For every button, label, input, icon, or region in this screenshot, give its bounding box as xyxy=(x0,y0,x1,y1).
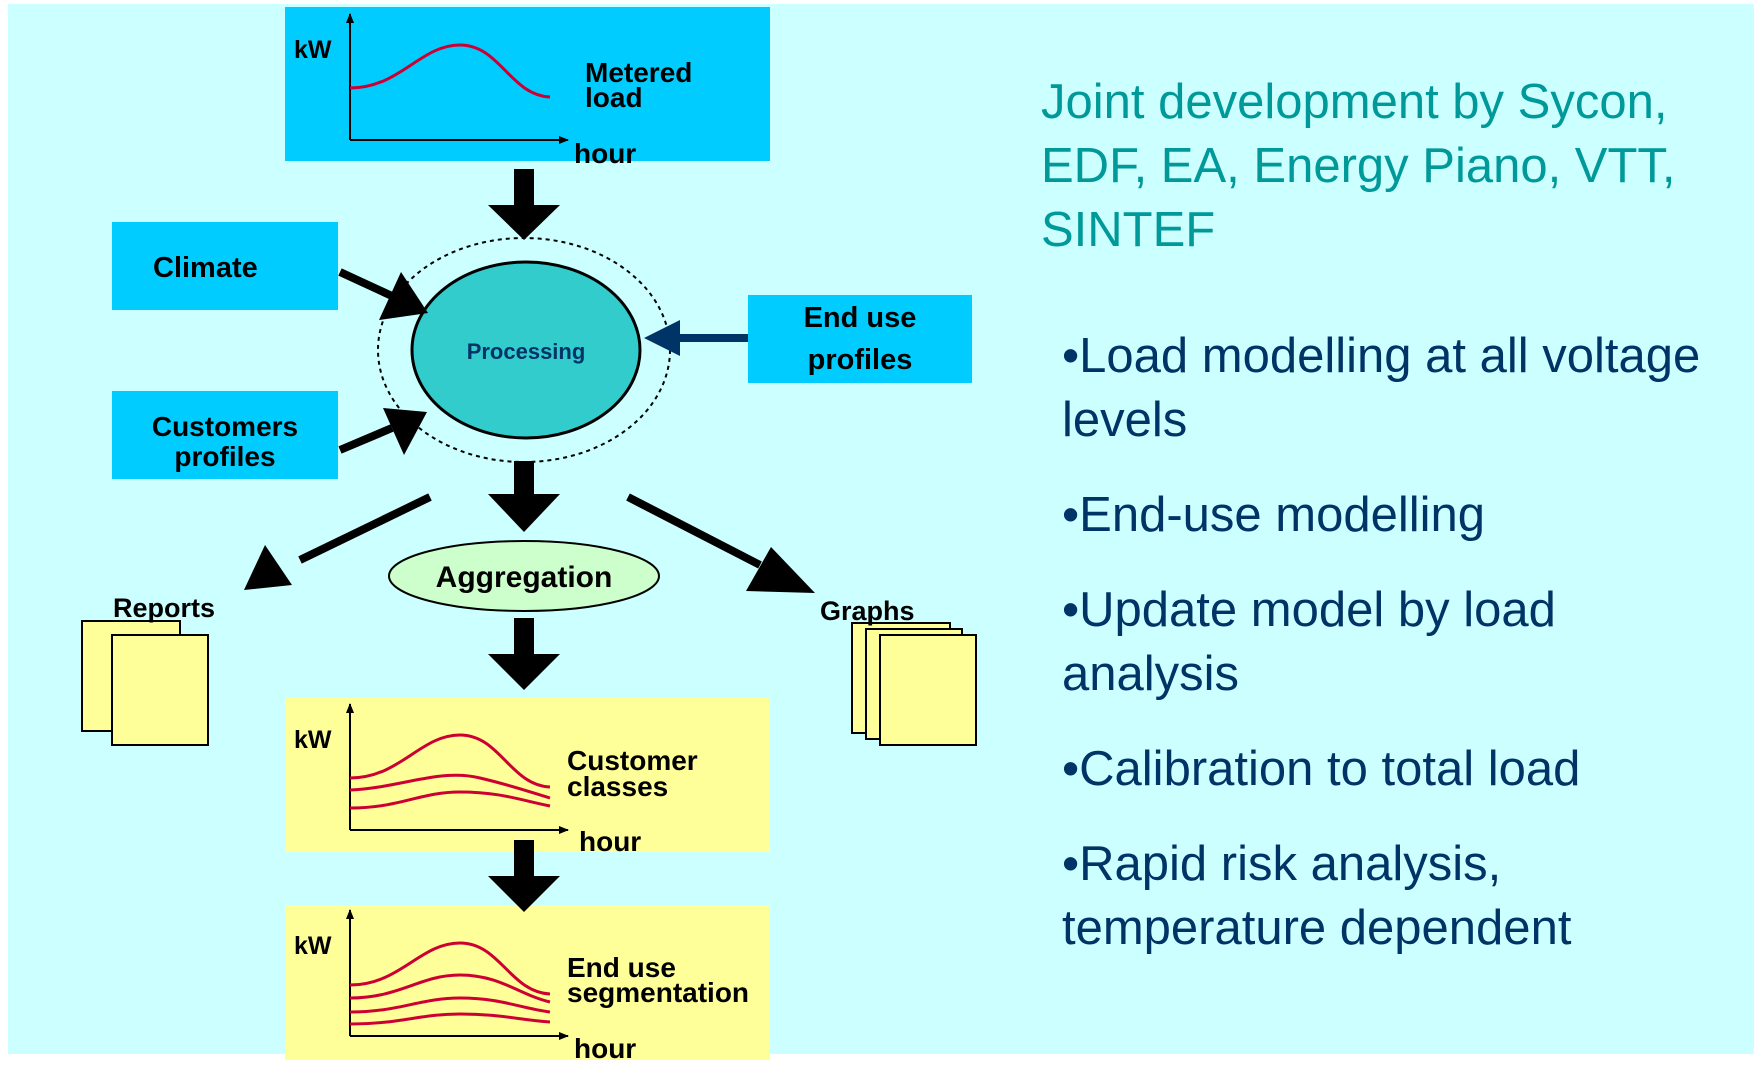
bullet-item: •End-use modelling xyxy=(1062,488,1486,542)
graphs-label: Graphs xyxy=(820,596,915,626)
climate-box xyxy=(112,222,338,310)
bullet-item: •Rapid risk analysis, temperature depend… xyxy=(1062,837,1572,955)
arrow-climate-to-processing xyxy=(338,268,428,320)
arrow-to-reports xyxy=(244,493,432,590)
aggregation-label: Aggregation xyxy=(435,561,613,594)
segment-curve-1 xyxy=(349,941,551,996)
slide-background xyxy=(8,4,1754,1054)
load-curve xyxy=(349,43,551,99)
bullet-item: •Update model by load analysis xyxy=(1062,583,1556,701)
arrow-customers-to-processing xyxy=(338,408,427,455)
graphs-document-icon xyxy=(851,622,977,746)
end-use-profiles-box xyxy=(748,295,972,383)
right-panel-title: Joint development by Sycon, EDF, EA, Ene… xyxy=(1041,75,1676,257)
metered-y-label: kW xyxy=(294,36,332,64)
class-curve-1 xyxy=(349,733,551,789)
metered-load-chart xyxy=(346,13,569,144)
reports-document-icon xyxy=(81,620,209,746)
reports-label: Reports xyxy=(113,593,216,623)
segment-curve-2 xyxy=(349,973,551,1004)
class-curve-2 xyxy=(349,773,551,800)
classes-x-label: hour xyxy=(579,826,642,857)
processing-label: Processing xyxy=(466,339,586,364)
class-curve-3 xyxy=(349,790,551,810)
segmentation-y-label: kW xyxy=(294,932,332,960)
processing-ellipse xyxy=(410,260,642,440)
metered-load-box xyxy=(285,7,770,161)
climate-label: Climate xyxy=(153,252,258,284)
segmentation-x-label: hour xyxy=(574,1033,637,1064)
arrow-processing-to-aggregation xyxy=(488,461,560,532)
classes-y-label: kW xyxy=(294,726,332,754)
end-use-profiles-label: End use profiles xyxy=(803,302,917,376)
bullet-list: •Load modelling at all voltage levels •E… xyxy=(1062,324,1742,991)
segmentation-caption: End use segmentation xyxy=(567,952,750,1008)
segment-curve-3 xyxy=(349,996,551,1014)
bullet-item: •Calibration to total load xyxy=(1062,742,1581,796)
customers-profiles-label: Customers profiles xyxy=(151,411,299,472)
arrow-enduse-to-processing xyxy=(644,320,748,356)
metered-x-label: hour xyxy=(574,138,637,169)
arrow-to-graphs xyxy=(626,493,815,593)
customer-classes-chart xyxy=(346,703,569,834)
end-use-segmentation-chart xyxy=(346,909,569,1040)
metered-caption: Metered load xyxy=(585,57,693,113)
arrow-classes-to-segmentation xyxy=(488,840,560,912)
classes-caption: Customer classes xyxy=(567,745,698,802)
aggregation-ellipse xyxy=(388,540,660,612)
segment-curve-4 xyxy=(349,1012,551,1026)
customers-profiles-box xyxy=(112,391,338,479)
bullet-item: •Load modelling at all voltage levels xyxy=(1062,329,1701,447)
arrow-aggregation-to-classes xyxy=(488,618,560,690)
arrow-metered-to-processing xyxy=(488,169,560,240)
